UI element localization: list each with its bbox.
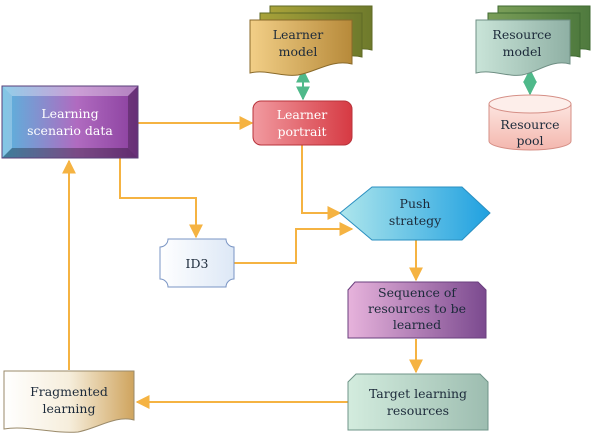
target-learning-label-1: Target learning [369,386,467,401]
learner-portrait-label-1: Learner [277,107,328,122]
id3-label: ID3 [186,256,209,271]
learner-portrait-node: Learner portrait [252,100,353,146]
fragmented-learning-label-1: Fragmented [30,384,108,399]
sequence-label-3: learned [393,317,441,332]
learning-scenario-label-2: scenario data [27,123,113,138]
learning-scenario-label-1: Learning [41,106,98,121]
learner-model-node: Learner model [249,5,373,76]
arrow-scenario-to-id3 [119,157,203,239]
sequence-label-1: Sequence of [378,285,457,300]
fragmented-learning-label-2: learning [43,401,96,416]
arrow-id3-to-push [234,222,354,264]
push-strategy-node: Push strategy [339,186,491,241]
target-learning-label-2: resources [387,403,449,418]
arrow-portrait-to-push [301,145,342,220]
learner-portrait-label-2: portrait [278,124,327,139]
bidirectional-connectors [296,68,537,101]
connectors [62,116,423,409]
learning-scenario-data-node: Learning scenario data [1,85,139,159]
learner-model-label-1: Learner [273,27,324,42]
resource-pool-label-1: Resource [500,117,559,132]
resource-model-node: Resource model [475,5,591,76]
target-learning-resources-node: Target learning resources [347,373,489,431]
fragmented-learning-node: Fragmented learning [3,370,135,433]
sequence-label-2: resources to be [368,301,466,316]
resource-pool-node: Resource pool [488,94,572,151]
push-strategy-label-1: Push [400,196,431,211]
id3-node: ID3 [159,238,235,288]
resource-pool-label-2: pool [516,133,543,148]
push-strategy-label-2: strategy [389,213,442,228]
sequence-of-resources-node: Sequence of resources to be learned [347,281,487,339]
resource-model-label-1: Resource [492,27,551,42]
resource-model-label-2: model [503,44,542,59]
learner-model-label-2: model [279,44,318,59]
